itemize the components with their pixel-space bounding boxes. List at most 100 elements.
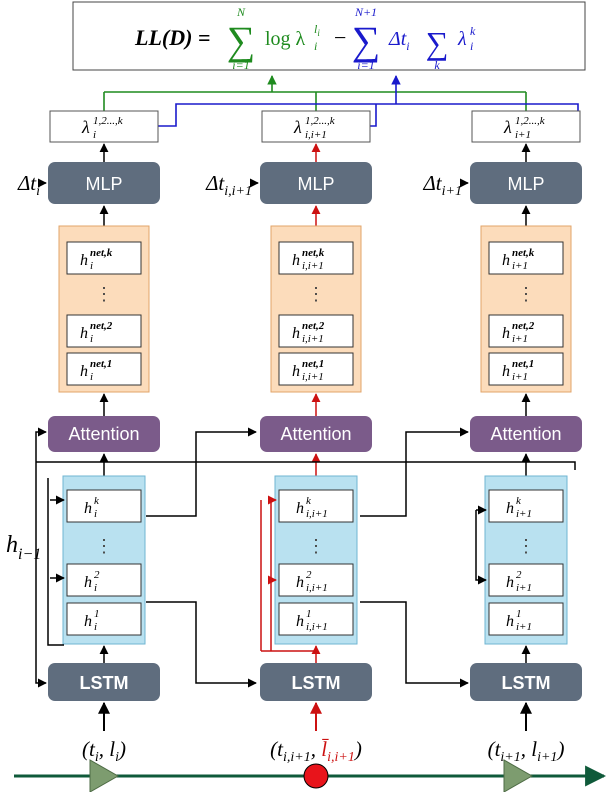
- net-state-sub: i+1: [512, 260, 528, 272]
- sum-delta-t: N+1 ∑ i=1 Δti ∑ k λ k i: [352, 5, 476, 72]
- net-state-sup: net,2: [90, 320, 113, 332]
- hidden-state-label: h: [296, 613, 304, 630]
- sum3-term-sup: k: [470, 24, 476, 38]
- net-state-box: [66, 314, 142, 348]
- net-state-box: [278, 314, 354, 348]
- net-state-sup: net,1: [512, 358, 534, 370]
- attention-block: [470, 416, 582, 452]
- attention-label: Attention: [280, 424, 351, 444]
- net-state-sup: net,k: [90, 247, 113, 259]
- net-state-box: [66, 241, 142, 275]
- net-state-box: [488, 314, 564, 348]
- sum3-symbol: ∑: [426, 25, 449, 61]
- hidden-ellipsis: ⋮: [95, 536, 113, 556]
- hidden-state-sup: 2: [516, 569, 522, 581]
- net-state-label: h: [80, 325, 88, 342]
- sum3-lower: k: [434, 58, 440, 72]
- hidden-state-label: h: [84, 574, 92, 591]
- net-state-label: h: [502, 252, 510, 269]
- hidden-state-sup: 1: [516, 608, 522, 620]
- delta-t-label: Δti: [17, 171, 40, 199]
- mlp-label: MLP: [297, 174, 334, 194]
- hidden-state-sub: i: [94, 508, 97, 520]
- lambda-sup: 1,2...,k: [305, 115, 336, 127]
- lambda-to-formula-green: [103, 75, 527, 111]
- hidden-state-sup: 1: [306, 608, 312, 620]
- lstm-label: LSTM: [80, 673, 129, 693]
- hidden-state-label: h: [296, 574, 304, 591]
- net-state-sub: i+1: [512, 333, 528, 345]
- lstm-block: [260, 663, 372, 701]
- sum2-upper: N+1: [354, 5, 377, 19]
- lambda-sub: i: [93, 129, 96, 141]
- attention-block: [260, 416, 372, 452]
- net-state-label: h: [292, 325, 300, 342]
- lambda-label: λ: [81, 117, 90, 137]
- lstm-block: [470, 663, 582, 701]
- sum1-lower: i=1: [232, 58, 249, 72]
- net-state-sub: i: [90, 333, 93, 345]
- sum2-lower: i=1: [357, 58, 374, 72]
- net-ellipsis: ⋮: [95, 284, 113, 304]
- hidden-state-box: [66, 602, 142, 636]
- net-state-label: h: [502, 325, 510, 342]
- hidden-state-label: h: [84, 613, 92, 630]
- net-state-label: h: [292, 252, 300, 269]
- hidden-state-box: [278, 489, 354, 523]
- hidden-state-sub: i+1: [516, 621, 532, 633]
- hidden-state-sup: 1: [94, 608, 100, 620]
- event-marker-i: [89, 759, 120, 792]
- hidden-state-label: h: [506, 500, 514, 517]
- event-marker-i-i1: [303, 763, 329, 789]
- lambda-sub: i+1: [515, 129, 531, 141]
- hidden-state-box: [278, 602, 354, 636]
- net-state-box: [66, 352, 142, 386]
- net-state-sup: net,2: [302, 320, 325, 332]
- sum-log-lambda: N ∑ i=1 log λ li i: [227, 5, 321, 72]
- net-state-sub: i: [90, 371, 93, 383]
- lambda-box: [261, 110, 371, 143]
- lambda-box: [49, 110, 159, 143]
- hidden-state-sup: 2: [94, 569, 100, 581]
- hidden-state-sub: i,i+1: [306, 621, 328, 633]
- hidden-state-sup: k: [516, 495, 522, 507]
- net-state-box: [488, 352, 564, 386]
- hidden-state-box: [66, 489, 142, 523]
- sum3-term-sub: i: [470, 39, 473, 53]
- formula-box: [72, 1, 586, 71]
- formula-minus: −: [334, 25, 346, 50]
- net-state-box: [488, 241, 564, 275]
- lambda-sub: i,i+1: [305, 129, 327, 141]
- hidden-ellipsis: ⋮: [307, 536, 325, 556]
- net-state-sup: net,k: [302, 247, 325, 259]
- lambda-label: λ: [293, 117, 302, 137]
- mlp-block: [48, 162, 160, 204]
- net-state-sup: net,k: [512, 247, 535, 259]
- net-ellipsis: ⋮: [517, 284, 535, 304]
- net-state-label: h: [292, 363, 300, 380]
- net-state-box: [278, 352, 354, 386]
- red-feedback-line: [267, 495, 277, 651]
- sum3-term: λ: [457, 28, 467, 50]
- lstm-block: [48, 663, 160, 701]
- net-state-sub: i: [90, 260, 93, 272]
- hidden-state-sub: i: [94, 621, 97, 633]
- net-state-sup: net,1: [302, 358, 324, 370]
- lstm-label: LSTM: [502, 673, 551, 693]
- hidden-state-label: h: [84, 500, 92, 517]
- hidden-state-box: [488, 602, 564, 636]
- net-state-sup: net,1: [90, 358, 112, 370]
- hidden-state-sub: i: [94, 582, 97, 594]
- likelihood-formula: LL(D) = N ∑ i=1 log λ li i − N+1 ∑ i=1 Δ…: [72, 1, 586, 72]
- attention-label: Attention: [68, 424, 139, 444]
- net-state-sup: net,2: [512, 320, 535, 332]
- lambda-sup: 1,2...,k: [515, 115, 546, 127]
- net-state-label: h: [80, 363, 88, 380]
- net-state-box: [278, 241, 354, 275]
- sum2-symbol: ∑: [352, 18, 381, 63]
- hidden-state-box: [66, 563, 142, 597]
- hidden-state-label: h: [506, 574, 514, 591]
- cross-column-connections: [35, 427, 576, 688]
